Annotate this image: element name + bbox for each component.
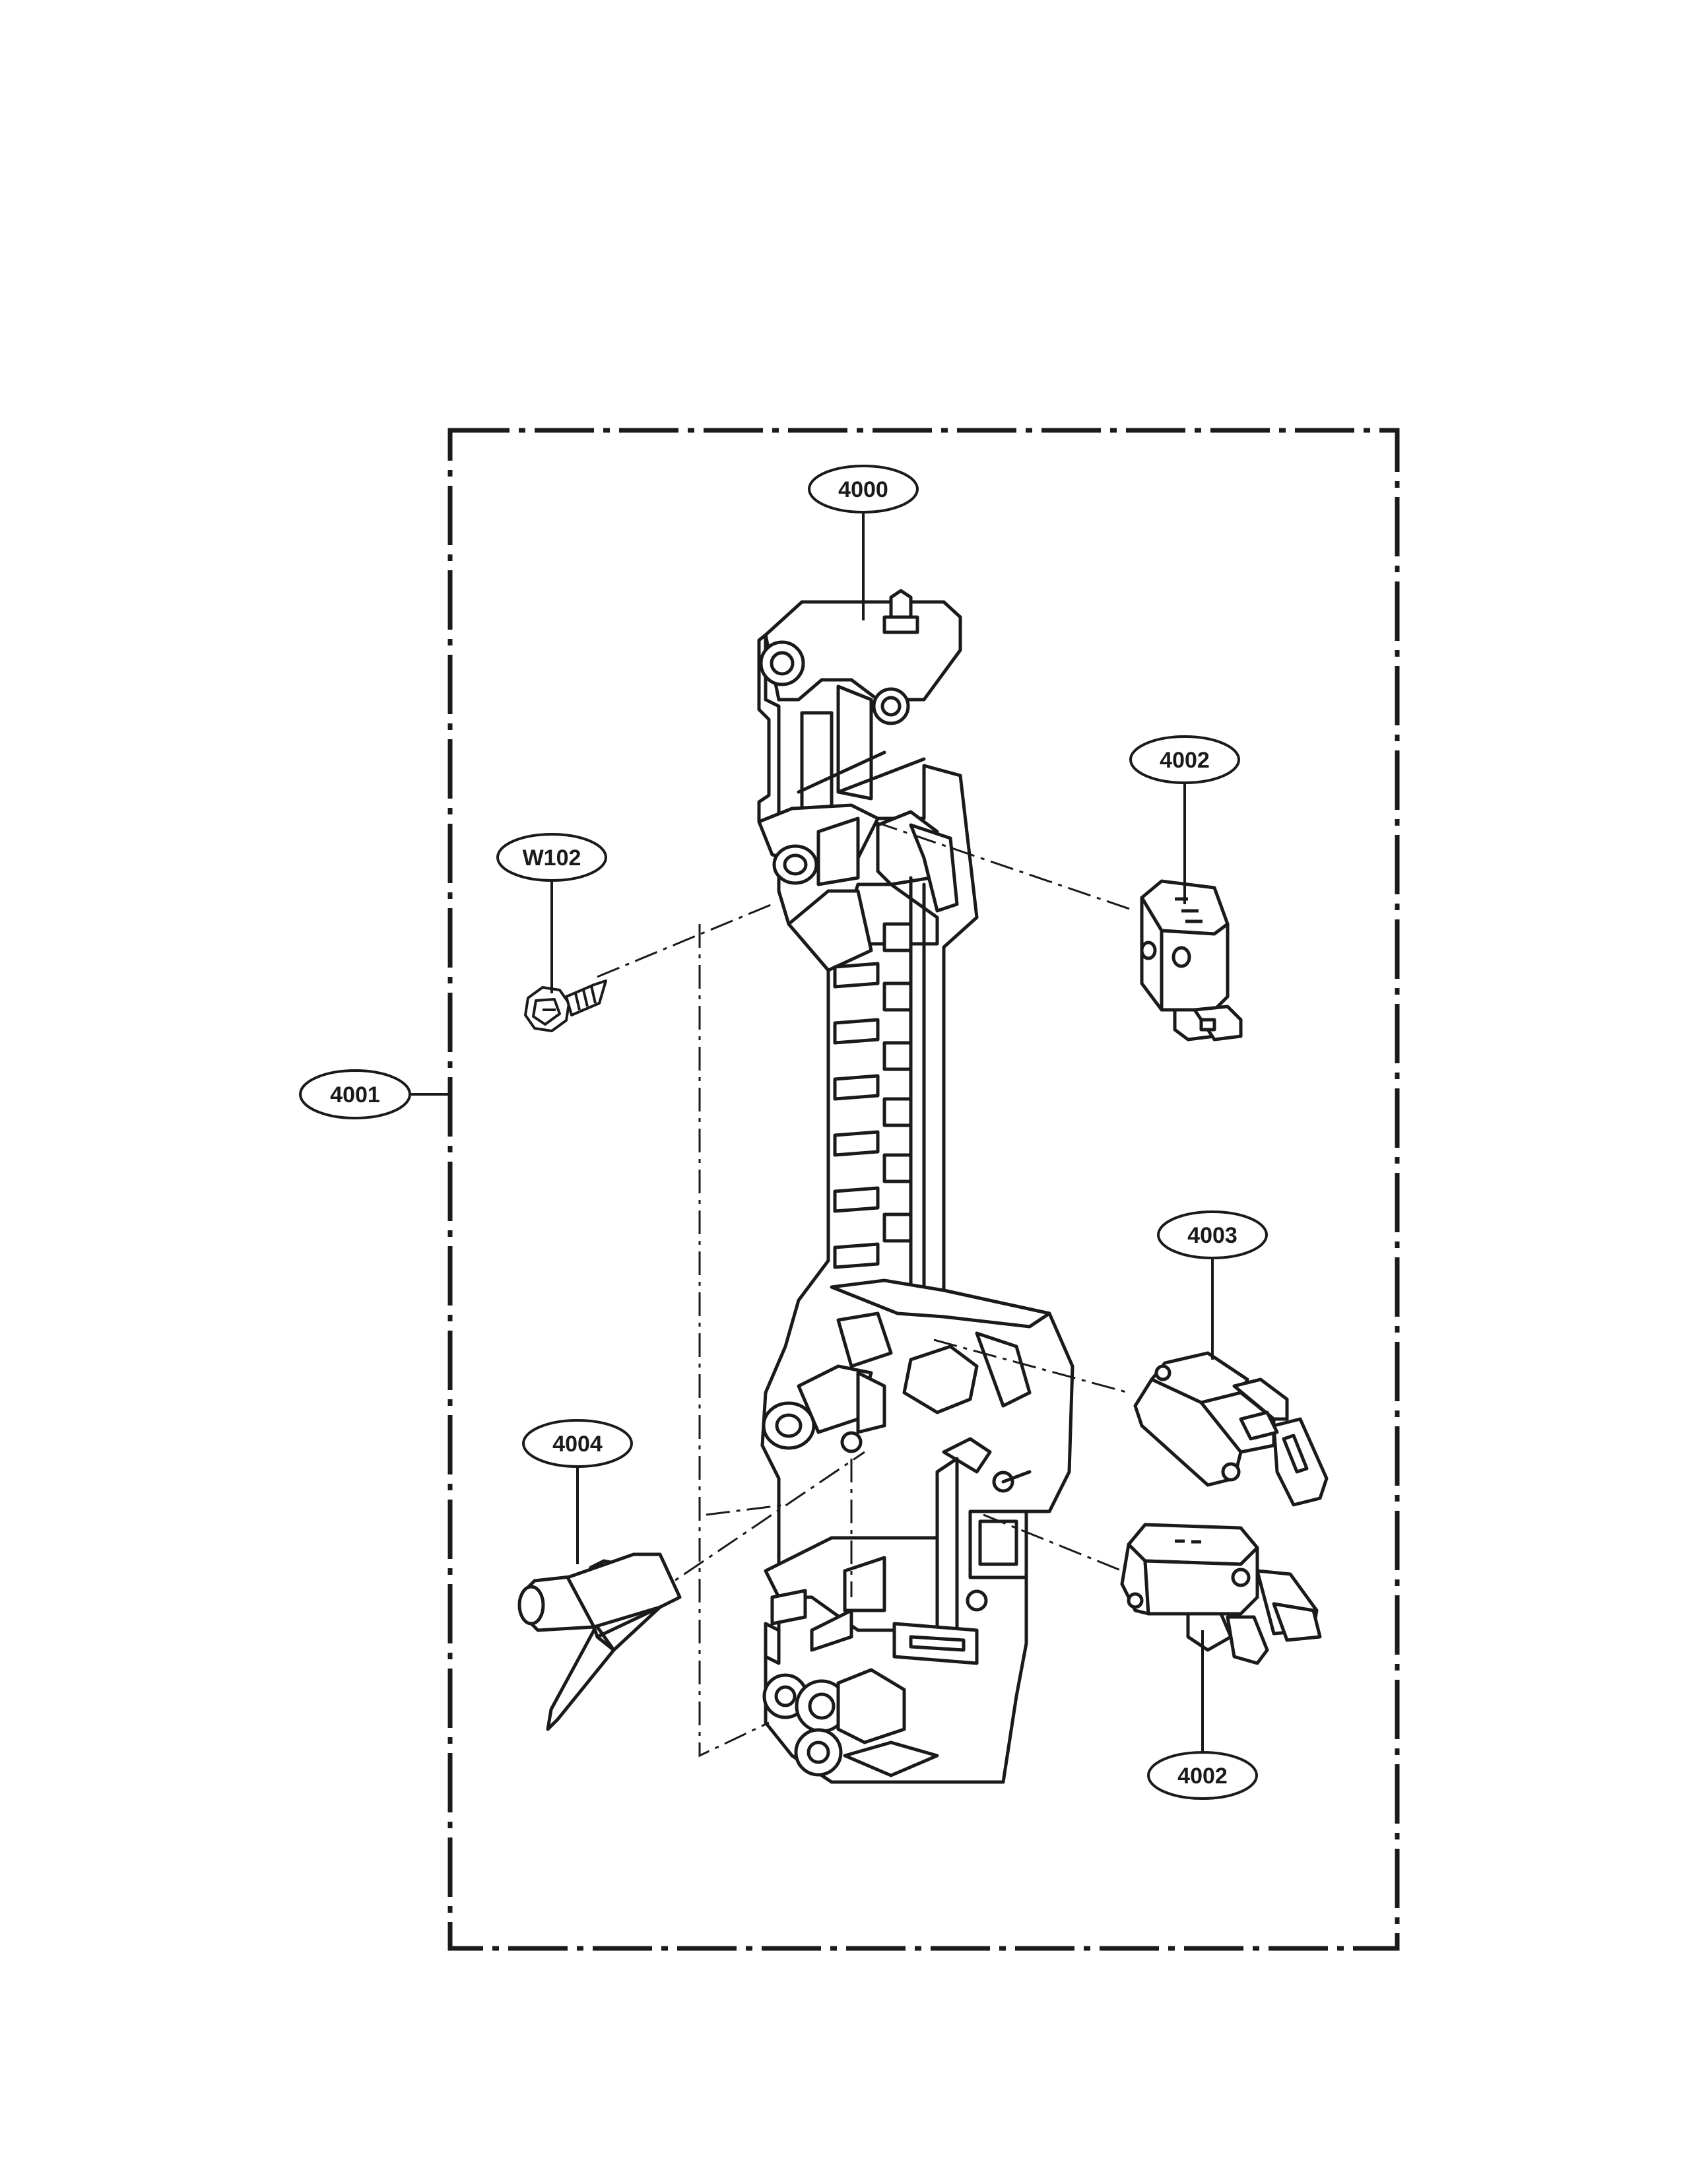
latch-board-frame-4000 <box>757 589 1074 1784</box>
callout-label-4000: 4000 <box>838 477 888 502</box>
lever-4004 <box>517 1552 682 1731</box>
callout-4000: 4000 <box>808 465 919 513</box>
assembly-leader-lines <box>597 820 1136 1758</box>
callout-label-4002-upper: 4002 <box>1160 748 1210 773</box>
callout-4002-upper: 4002 <box>1129 735 1240 784</box>
callout-label-4004: 4004 <box>552 1432 603 1457</box>
callout-4001: 4001 <box>299 1069 411 1119</box>
callout-4004: 4004 <box>522 1419 633 1468</box>
frame-ladder-rungs <box>833 876 926 1296</box>
micro-switch-4002-upper <box>1140 879 1243 1042</box>
frame-bottom-bosses <box>762 1668 939 1777</box>
callout-4002-lower: 4002 <box>1147 1751 1258 1800</box>
screw-w102 <box>524 979 607 1032</box>
callout-leader-lines <box>410 512 1214 1752</box>
callout-label-w102: W102 <box>523 845 581 871</box>
callout-label-4001: 4001 <box>330 1082 380 1108</box>
micro-switch-4003 <box>1133 1351 1329 1507</box>
callout-label-4002-lower: 4002 <box>1177 1764 1228 1789</box>
callout-label-4003: 4003 <box>1187 1223 1238 1248</box>
assembly-boundary-frame <box>447 428 1400 1951</box>
callout-4003: 4003 <box>1157 1210 1268 1259</box>
callout-w102: W102 <box>496 833 607 882</box>
micro-switch-4002-lower <box>1120 1523 1322 1665</box>
